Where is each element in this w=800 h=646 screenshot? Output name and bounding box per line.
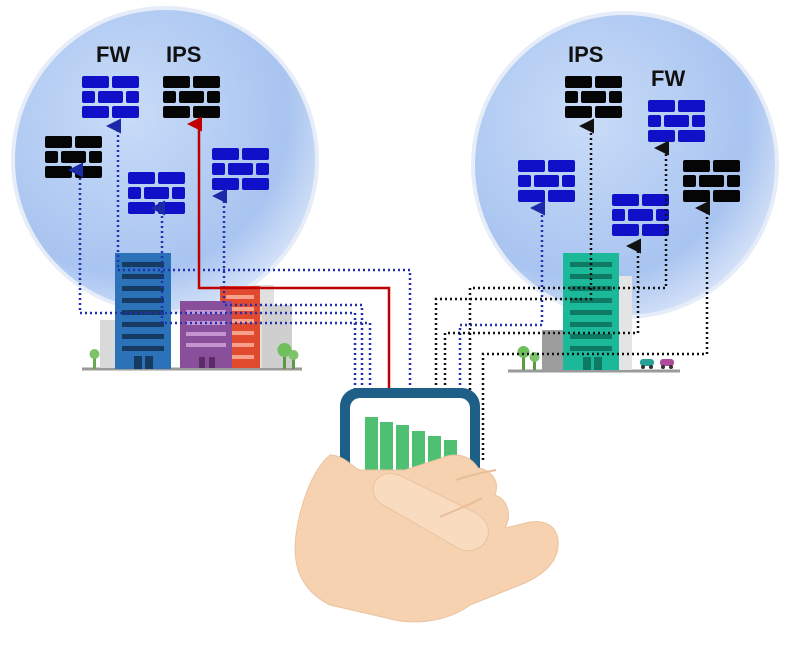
tree-icon [89,349,100,369]
black-links [434,118,710,460]
car-icon [640,359,654,369]
right-building-cluster [508,253,680,373]
tree-icon [277,343,299,369]
left-ips-label: IPS [166,42,202,67]
blue-links [68,118,545,455]
tree-icon [517,346,540,370]
right-ips-label: IPS [568,42,604,67]
right-fw-label: FW [651,66,686,91]
left-fw-label: FW [96,42,131,67]
red-ips-link [187,116,391,410]
car-icon [660,359,674,369]
left-building-cluster [82,253,302,371]
hand-icon [294,454,559,623]
